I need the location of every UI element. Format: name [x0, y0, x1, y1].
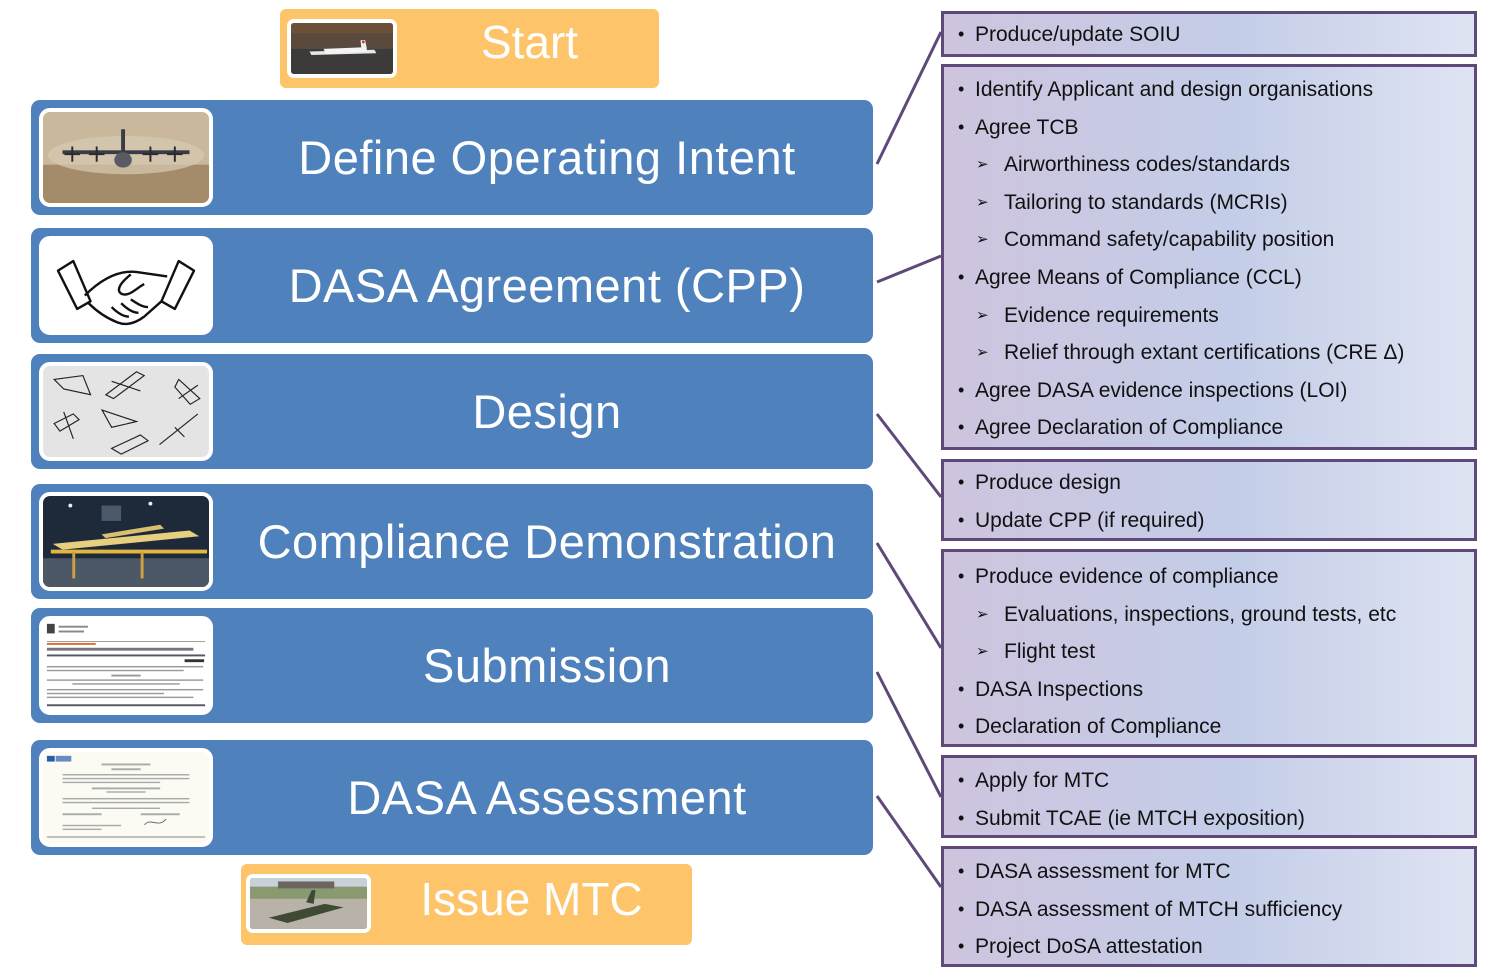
sub-bullet-item: Flight test: [944, 633, 1474, 671]
issue-mtc-label: Issue MTC: [420, 873, 643, 925]
bullet-item: Agree Means of Compliance (CCL): [944, 259, 1474, 297]
detail-box-compliance: Produce evidence of complianceEvaluation…: [941, 549, 1477, 747]
step-compliance-demonstration[interactable]: Compliance Demonstration: [31, 484, 873, 599]
bullet-item: Produce evidence of compliance: [944, 558, 1474, 596]
detail-list: Produce evidence of complianceEvaluation…: [944, 558, 1474, 746]
sub-bullet-item: Evaluations, inspections, ground tests, …: [944, 596, 1474, 634]
detail-box-dasa-assessment: DASA assessment for MTCDASA assessment o…: [941, 846, 1477, 967]
step-label: Design: [472, 385, 622, 438]
bullet-item: Agree Declaration of Compliance: [944, 409, 1474, 447]
light-aircraft-image: [287, 19, 397, 78]
step-submission[interactable]: Submission: [31, 608, 873, 723]
test-rig-image: [39, 492, 213, 591]
step-label: Compliance Demonstration: [257, 515, 837, 568]
bullet-item: Apply for MTC: [944, 762, 1474, 800]
type-certificate-image: [39, 748, 213, 847]
bullet-item: DASA assessment for MTC: [944, 853, 1474, 891]
bullet-item: Declaration of Compliance: [944, 708, 1474, 746]
connector-design: [875, 413, 943, 498]
bullet-item: Agree TCB: [944, 109, 1474, 147]
step-dasa-assessment[interactable]: DASA Assessment: [31, 740, 873, 855]
bullet-item: Update CPP (if required): [944, 502, 1474, 540]
handshake-image: [39, 236, 213, 335]
start-node: Start: [280, 9, 659, 88]
detail-list: Apply for MTCSubmit TCAE (ie MTCH exposi…: [944, 762, 1474, 837]
sub-bullet-item: Airworthiness codes/standards: [944, 146, 1474, 184]
step-label: Submission: [423, 639, 671, 692]
sub-bullet-item: Tailoring to standards (MCRIs): [944, 184, 1474, 222]
detail-box-submission: Apply for MTCSubmit TCAE (ie MTCH exposi…: [941, 755, 1477, 838]
detail-list: Produce/update SOIU: [944, 16, 1474, 54]
connector-submission: [875, 671, 943, 798]
sub-bullet-item: Relief through extant certifications (CR…: [944, 334, 1474, 372]
detail-box-design: Produce designUpdate CPP (if required): [941, 459, 1477, 541]
detail-box-operating-intent: Produce/update SOIU: [941, 11, 1477, 57]
bullet-item: Agree DASA evidence inspections (LOI): [944, 372, 1474, 410]
application-form-image: [39, 616, 213, 715]
start-label: Start: [480, 16, 579, 68]
detail-list: Identify Applicant and design organisati…: [944, 71, 1474, 447]
transport-aircraft-image: [39, 108, 213, 207]
detail-list: Produce designUpdate CPP (if required): [944, 464, 1474, 539]
sub-bullet-item: Command safety/capability position: [944, 221, 1474, 259]
bullet-item: Identify Applicant and design organisati…: [944, 71, 1474, 109]
bullet-item: Produce design: [944, 464, 1474, 502]
bullet-item: Produce/update SOIU: [944, 16, 1474, 54]
step-label: Define Operating Intent: [298, 131, 796, 184]
bullet-item: Submit TCAE (ie MTCH exposition): [944, 800, 1474, 838]
connector-define-intent: [875, 31, 943, 165]
detail-list: DASA assessment for MTCDASA assessment o…: [944, 853, 1474, 966]
design-sketches-image: [39, 362, 213, 461]
step-label: DASA Assessment: [347, 771, 747, 824]
bullet-item: DASA assessment of MTCH sufficiency: [944, 891, 1474, 929]
connector-compliance: [875, 542, 943, 649]
issue-mtc-node: Issue MTC: [241, 864, 692, 945]
step-define-operating-intent[interactable]: Define Operating Intent: [31, 100, 873, 215]
step-label: DASA Agreement (CPP): [288, 259, 806, 312]
jet-aircraft-image: [246, 874, 371, 933]
bullet-item: Project DoSA attestation: [944, 928, 1474, 966]
sub-bullet-item: Evidence requirements: [944, 297, 1474, 335]
step-dasa-agreement[interactable]: DASA Agreement (CPP): [31, 228, 873, 343]
bullet-item: DASA Inspections: [944, 671, 1474, 709]
step-design[interactable]: Design: [31, 354, 873, 469]
connector-dasa-assessment: [875, 795, 943, 888]
detail-box-dasa-agreement: Identify Applicant and design organisati…: [941, 64, 1477, 450]
connector-dasa-agreement: [876, 254, 942, 284]
